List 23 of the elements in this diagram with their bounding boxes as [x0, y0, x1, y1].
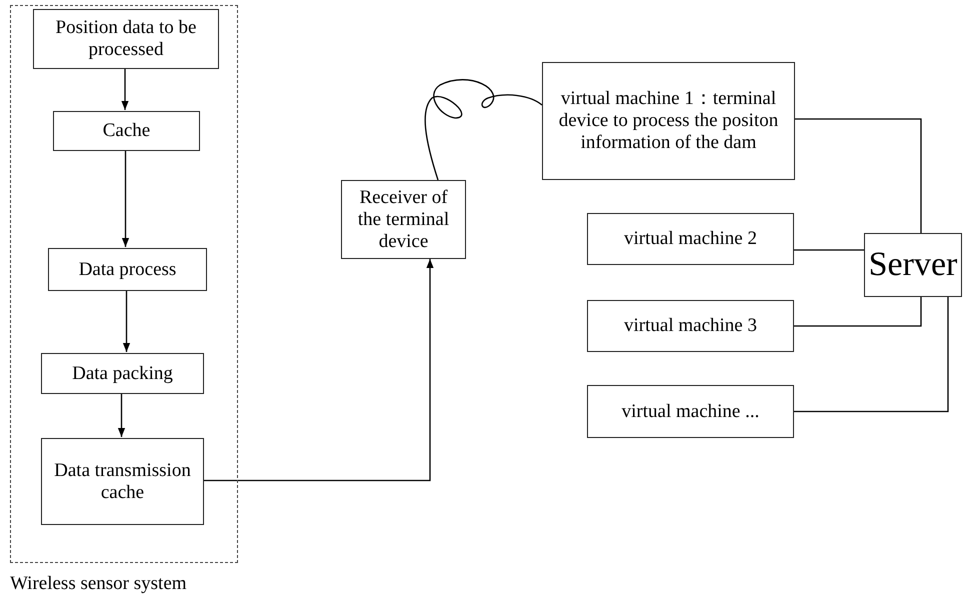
connector-line	[794, 249, 864, 251]
process-box: Data transmission cache	[41, 438, 204, 525]
dashed-group-box	[10, 5, 238, 563]
process-box: virtual machine ...	[587, 385, 794, 438]
arrow	[121, 68, 129, 110]
connector-line	[794, 297, 922, 327]
process-box: Position data to be processed	[33, 9, 219, 69]
arrow	[122, 150, 130, 247]
process-box: Data packing	[41, 353, 204, 394]
group-label: Wireless sensor system	[10, 573, 187, 595]
process-box: virtual machine 1：terminal device to process the positon information of the dam	[542, 62, 795, 180]
process-box: virtual machine 3	[587, 300, 794, 352]
process-box: Data process	[48, 248, 207, 291]
connector-line	[424, 79, 542, 180]
arrow	[122, 290, 130, 352]
connector-line	[794, 297, 949, 412]
process-box: Cache	[53, 111, 200, 151]
process-box: Receiver of the terminal device	[341, 180, 466, 259]
server-box: Server	[864, 233, 962, 297]
connector-line	[795, 118, 922, 233]
arrow	[118, 393, 126, 437]
process-box: virtual machine 2	[587, 213, 794, 265]
arrow	[203, 259, 434, 482]
